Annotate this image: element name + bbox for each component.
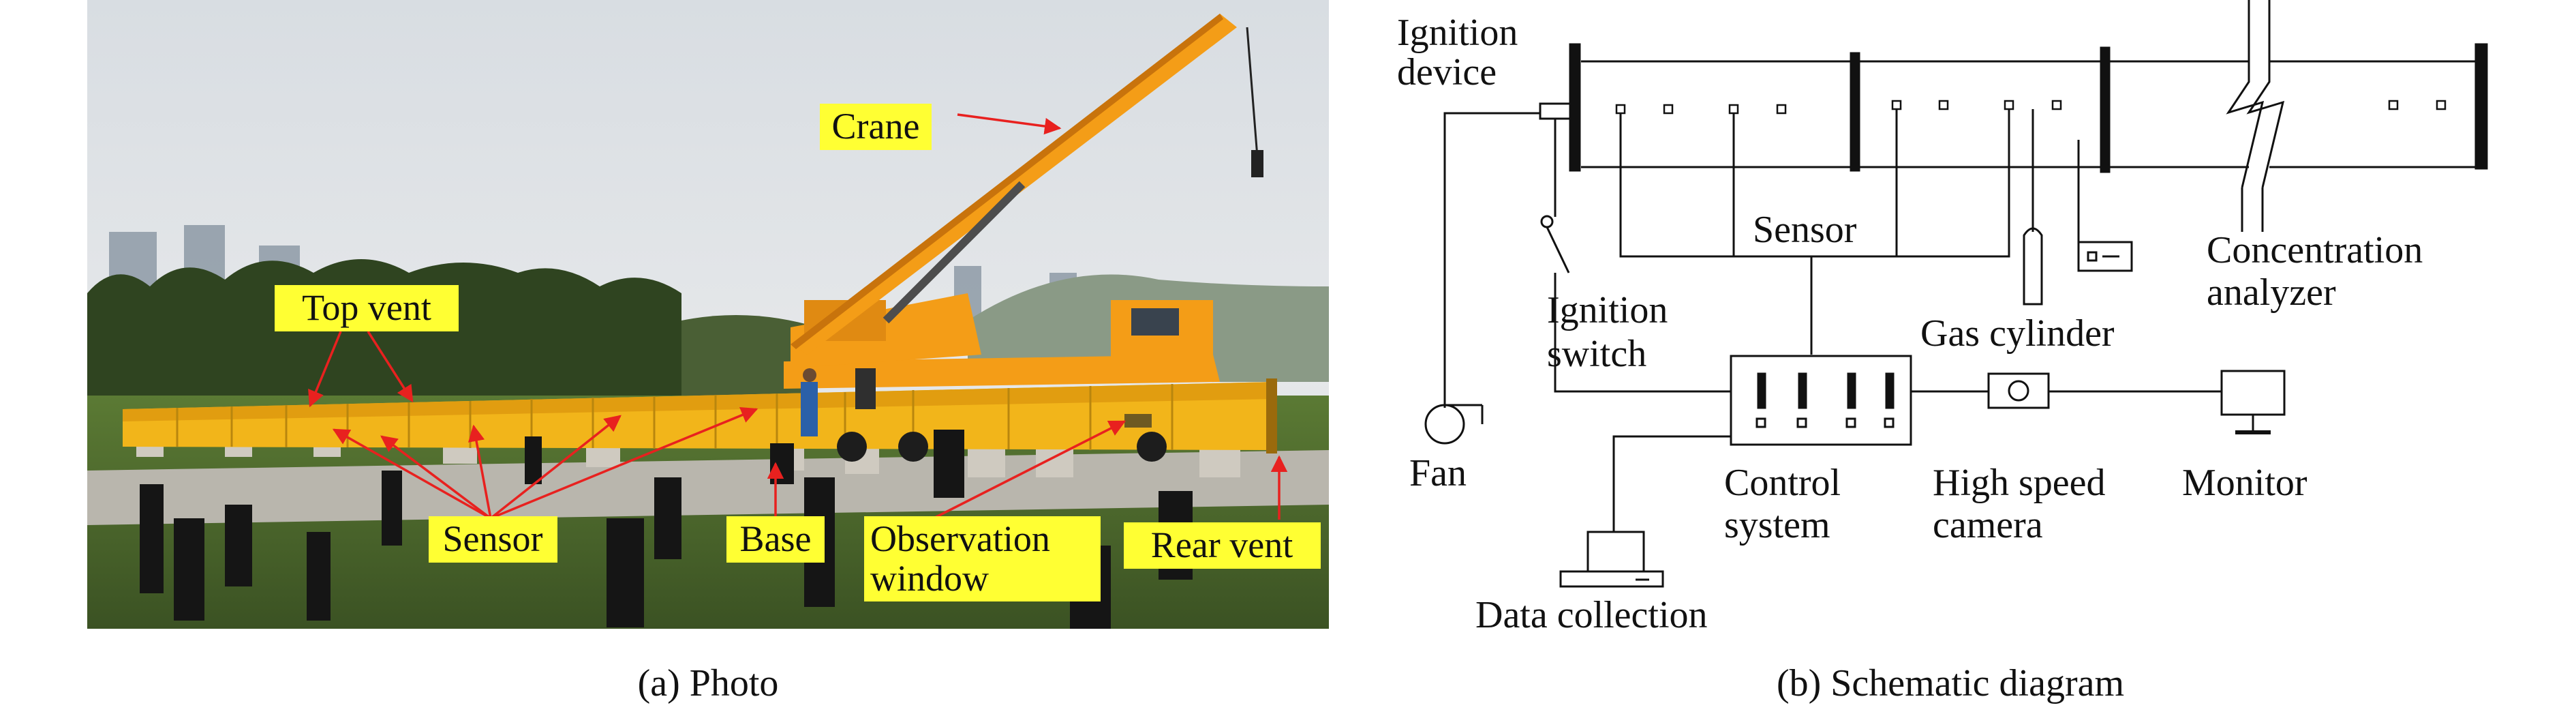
label-control-system: Control system [1724,462,1850,546]
caption-photo: (a) Photo [638,662,779,704]
workers [801,368,876,436]
sensor-wiring [1619,109,2080,355]
duct [1569,0,2488,232]
label-top-vent: Top vent [302,287,431,328]
label-concentration-analyzer-line2: analyzer [2207,271,2336,314]
label-fan: Fan [1409,452,1467,494]
data-collection-icon [1559,435,1731,588]
analyzer-small-box [2077,241,2133,272]
label-sensor-b: Sensor [1753,209,1857,251]
ignition-device-icon [1539,102,1571,120]
label-ignition-switch: Ignition switch [1547,289,1677,375]
label-ignition-device: Ignition device [1397,12,1527,93]
label-observation-window-line2: window [870,558,989,599]
label-ignition-device-line1: Ignition [1397,12,1518,54]
label-gas-cylinder: Gas cylinder [1920,312,2115,355]
label-sensor: Sensor [443,518,543,559]
label-rear-vent: Rear vent [1151,524,1293,565]
label-monitor: Monitor [2182,462,2307,504]
photo-panel: Crane Top vent Sensor Base Observation w… [87,0,1329,704]
label-high-speed-camera-line2: camera [1933,504,2043,546]
monitor-icon [2220,370,2286,434]
schematic-labels: Ignition device Sensor Concentration ana… [1397,12,2432,704]
control-system-icon [1730,355,1912,446]
label-ignition-switch-line2: switch [1547,333,1646,375]
photo-labels: Crane Top vent Sensor Base Observation w… [275,104,1321,601]
label-crane: Crane [832,106,920,147]
label-observation-window: Observation window [870,518,1059,599]
label-ignition-switch-line1: Ignition [1547,289,1668,331]
label-high-speed-camera-line1: High speed [1933,462,2106,504]
label-concentration-analyzer: Concentration analyzer [2207,229,2432,314]
label-observation-window-line1: Observation [870,518,1050,559]
high-speed-camera-icon [1987,372,2050,409]
label-base: Base [740,518,812,559]
label-data-collection: Data collection [1475,594,1708,636]
schematic-panel [1424,0,2488,588]
label-high-speed-camera: High speed camera [1933,462,2115,546]
label-ignition-device-line2: device [1397,51,1497,93]
label-concentration-analyzer-line1: Concentration [2207,229,2423,271]
label-control-system-line1: Control [1724,462,1841,504]
fan-icon [1424,112,1540,445]
caption-schematic: (b) Schematic diagram [1777,662,2124,704]
duct-sensors [1615,100,2447,115]
photo-arrows [308,113,1288,523]
crane [784,14,1263,462]
gas-cylinder-icon [2023,227,2043,306]
ignition-switch-icon [1540,119,1731,393]
label-control-system-line2: system [1724,504,1830,546]
